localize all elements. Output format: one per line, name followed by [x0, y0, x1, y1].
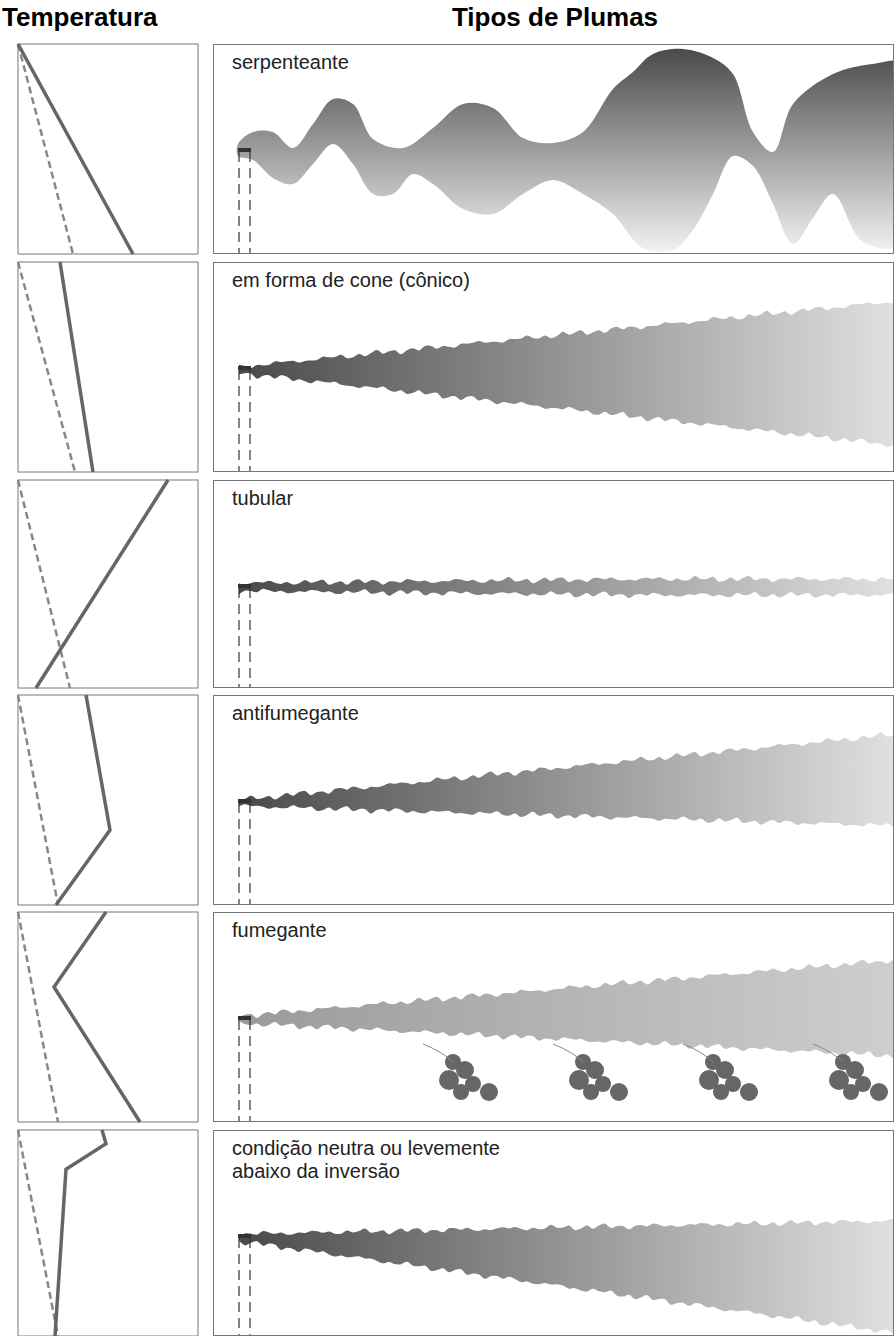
plume [237, 49, 894, 252]
fumigation-puff [843, 1084, 859, 1100]
adiabatic-lapse-line [18, 695, 58, 905]
stack-wall [238, 1020, 239, 1122]
stack-wall [249, 1238, 250, 1336]
plume-illustration [238, 959, 894, 1122]
stack-wall [238, 803, 239, 905]
plume [239, 732, 894, 828]
temperature-line [54, 912, 140, 1122]
fumigation-puff [583, 1084, 599, 1100]
plume [239, 300, 894, 448]
stack-wall [238, 152, 239, 254]
plume-type-label: antifumegante [232, 702, 542, 725]
plume-type-label: serpenteante [232, 51, 542, 74]
stack-wall [249, 370, 250, 472]
stack-wall [249, 1020, 250, 1122]
stack-wall [238, 370, 239, 472]
fumigation-puff [480, 1083, 498, 1101]
plume [239, 959, 894, 1059]
fumigation-puff [453, 1084, 469, 1100]
stack-wall [238, 588, 239, 688]
plume-illustration [238, 300, 894, 472]
plume-panel: tubular [213, 480, 894, 688]
temperature-line [18, 44, 133, 254]
plume-illustration [238, 732, 894, 905]
profile-box [18, 480, 198, 688]
stack-wall [249, 152, 250, 254]
plume-panel: condição neutra ou levemente abaixo da i… [213, 1130, 894, 1336]
temperature-profile [18, 912, 198, 1122]
stack-wall [249, 803, 250, 905]
profile-box [18, 912, 198, 1122]
temperature-profile [18, 1130, 198, 1336]
profile-box [18, 44, 198, 254]
fumigation-trail [423, 1044, 453, 1062]
temperature-line [56, 695, 110, 905]
stack-top [238, 584, 251, 588]
stack-top [238, 799, 251, 803]
fumigation-trail [553, 1044, 583, 1062]
fumigation-puff [740, 1083, 758, 1101]
temperature-profile [18, 480, 198, 688]
plume-illustration [237, 49, 894, 254]
profile-box [18, 1130, 198, 1336]
plume-panel: serpenteante [213, 44, 894, 254]
plume [239, 1219, 894, 1333]
temperature-line [55, 1130, 106, 1336]
plume-type-label: em forma de cone (cônico) [232, 269, 542, 292]
column-header: Tipos de Plumas [452, 2, 658, 33]
adiabatic-lapse-line [18, 912, 58, 1122]
temperature-profile [18, 44, 198, 254]
fumigation-puff [870, 1083, 888, 1101]
fumigation-puff [610, 1083, 628, 1101]
stack-top [238, 1016, 251, 1020]
stack-top [238, 148, 251, 152]
fumigation-puff [713, 1084, 729, 1100]
plume-type-label: tubular [232, 487, 542, 510]
stack-top [238, 366, 251, 370]
temperature-line [60, 262, 93, 472]
adiabatic-lapse-line [18, 480, 70, 688]
plume-panel: fumegante [213, 912, 894, 1122]
temperature-profile [18, 695, 198, 905]
stack-wall [249, 588, 250, 688]
column-header: Temperatura [2, 2, 158, 33]
plume-illustration [238, 576, 894, 688]
profile-box [18, 695, 198, 905]
plume-illustration [238, 1219, 894, 1336]
adiabatic-lapse-line [18, 44, 73, 254]
plume-panel: em forma de cone (cônico) [213, 262, 894, 472]
plume-type-label: condição neutra ou levemente abaixo da i… [232, 1137, 542, 1183]
stack-wall [238, 1238, 239, 1336]
plume [239, 576, 894, 598]
plume-type-label: fumegante [232, 919, 542, 942]
fumigation-trail [813, 1044, 843, 1062]
plume-panel: antifumegante [213, 695, 894, 905]
temperature-line [36, 480, 168, 688]
adiabatic-lapse-line [18, 1130, 58, 1336]
profile-box [18, 262, 198, 472]
stack-top [238, 1234, 251, 1238]
fumigation-trail [683, 1044, 713, 1062]
temperature-profile [18, 262, 198, 472]
